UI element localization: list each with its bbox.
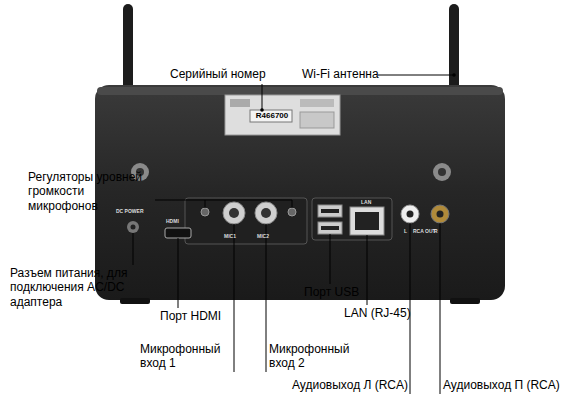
rca-jack	[437, 211, 444, 218]
top-edge	[97, 87, 503, 95]
panel-marking: HDMI	[166, 218, 196, 224]
panel-marking: L	[404, 228, 412, 234]
panel-marking: MIC2	[257, 233, 281, 239]
leader-dot	[452, 73, 456, 77]
volume-knob	[288, 208, 296, 216]
rca-jack	[407, 211, 414, 218]
foot	[120, 298, 150, 304]
leader-line	[440, 223, 441, 394]
mic-panel	[185, 198, 307, 244]
callout-label: Wi-Fi антенна	[302, 67, 382, 81]
leader-line	[262, 84, 263, 110]
rca-jack	[401, 205, 419, 223]
leader-line	[330, 234, 331, 284]
serial-number: R466700	[252, 111, 292, 121]
leader-line	[234, 224, 235, 372]
callout-label: Порт HDMI	[160, 309, 250, 323]
sticker-warning	[300, 112, 334, 128]
lan-port	[355, 212, 379, 230]
mic-jack	[261, 208, 271, 218]
usb-port	[321, 226, 339, 230]
mic-jack	[229, 208, 239, 218]
panel-marking: R	[434, 228, 442, 234]
callout-label: Микрофонный вход 1	[140, 342, 232, 371]
mic-jack	[223, 202, 245, 224]
serial-field	[250, 110, 292, 122]
leader-lines	[133, 75, 454, 394]
callout-label: Регуляторы уровней громкости микрофонов	[28, 170, 153, 213]
rca-jack	[431, 205, 449, 223]
device-body	[95, 85, 505, 300]
callout-label: Аудиовыход Л (RCA)	[284, 378, 408, 392]
io-panel	[312, 198, 392, 240]
antenna-connector	[438, 168, 446, 176]
lan-port	[350, 207, 384, 235]
usb-port	[321, 209, 339, 213]
mic-jack	[255, 202, 277, 224]
callout-label: Аудиовыход П (RCA)	[443, 378, 568, 392]
leader-line	[155, 200, 205, 208]
leader-line	[378, 75, 454, 76]
dc-jack	[127, 221, 139, 233]
serial-sticker	[225, 95, 340, 135]
antenna-connector	[433, 163, 451, 181]
callout-label: Порт USB	[304, 285, 384, 299]
volume-knob	[201, 208, 209, 216]
hdmi-port	[165, 228, 191, 238]
leader-line	[367, 235, 368, 305]
sticker-logo	[230, 99, 250, 107]
leader-line	[133, 233, 134, 265]
usb-port	[318, 205, 342, 217]
callout-label: Микрофонный вход 2	[269, 342, 361, 371]
panel-marking: RCA OUT	[413, 228, 443, 234]
usb-port	[318, 222, 342, 234]
panel-marking: MIC1	[224, 233, 248, 239]
sticker-text-block	[300, 99, 334, 107]
callout-label: Разъем питания, для подключения AC/DC ад…	[10, 266, 170, 309]
callout-label: LAN (RJ-45)	[344, 306, 434, 320]
foot	[450, 298, 480, 304]
leader-line	[266, 224, 267, 372]
leader-line	[178, 238, 179, 308]
panel-marking: DC POWER	[116, 208, 156, 214]
callout-label: Серийный номер	[170, 67, 280, 81]
panel-marking: LAN	[361, 199, 381, 205]
leader-line	[205, 200, 292, 208]
dc-jack	[131, 225, 136, 230]
